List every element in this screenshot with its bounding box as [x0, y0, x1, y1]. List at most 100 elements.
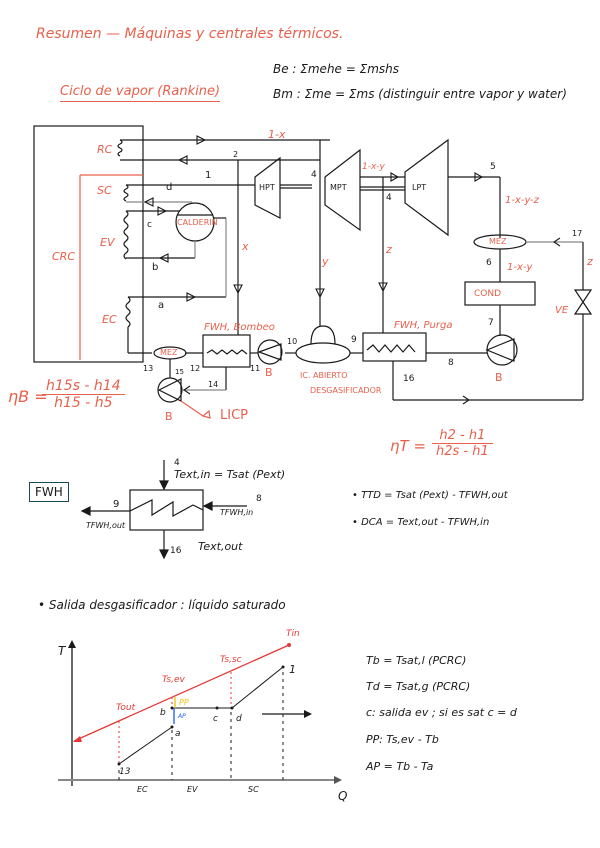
mixer-bottom-label: MEZ [160, 348, 178, 357]
water-point [281, 665, 285, 669]
fwh-state-8: 8 [256, 494, 262, 504]
fwh-state-9: 9 [113, 499, 120, 510]
state-5: 5 [490, 162, 496, 172]
ev-coil-icon [123, 210, 129, 260]
state-16: 16 [403, 374, 415, 384]
y-axis-arrow-icon [68, 640, 76, 648]
pump-eff-lhs: ηB = [8, 387, 48, 406]
water-point [170, 706, 174, 710]
note-td: Td = Tsat,g (PCRC) [366, 680, 471, 693]
flow-z-right: z [587, 255, 593, 268]
mpt-label: MPT [330, 183, 347, 192]
ttd-formula: • TTD = Tsat (Pext) - TFWH,out [352, 490, 508, 501]
pump-eff-fraction: h15s - h14 h15 - h5 [42, 378, 125, 411]
mixer-top-label: MEZ [489, 237, 507, 246]
condenser-label: COND [474, 289, 502, 299]
hpt-turbine-icon [254, 156, 281, 219]
x-axis-label: Q [338, 789, 347, 803]
fwh-state-16: 16 [170, 546, 182, 556]
state-c: c [147, 220, 152, 230]
zone-crc-label: CRC [52, 250, 76, 263]
turbine-eff-lhs: ηT = [390, 437, 427, 455]
mpt-turbine-icon [324, 148, 361, 232]
state-8: 8 [448, 358, 454, 368]
pump-eff-numerator: h15s - h14 [42, 378, 125, 395]
water-point-label: a [175, 729, 181, 739]
water-point-label: b [160, 708, 166, 718]
gas-point-label: Tin [286, 629, 300, 639]
state-2: 2 [233, 150, 239, 159]
zone-sc-label: SC [97, 184, 112, 197]
page-title: Resumen — Máquinas y centrales térmicos. [36, 26, 344, 42]
water-point-label: c [213, 714, 218, 724]
section-title: Ciclo de vapor (Rankine) [60, 84, 221, 102]
gas-point-label: Ts,sc [220, 655, 242, 665]
fwh-purge-box [362, 332, 427, 362]
fwh-tfwh-in: TFWH,in [220, 508, 254, 517]
turbine-eff-fraction: h2 - h1 h2s - h1 [432, 428, 493, 459]
valve-label: VE [555, 305, 569, 316]
fwh-purge-label: FWH, Purga [394, 320, 453, 331]
region-label: SC [248, 785, 259, 794]
x-axis-arrow-icon [334, 776, 342, 784]
state-10: 10 [287, 337, 298, 346]
state-4-b: 4 [386, 193, 392, 203]
fwh-text-out: Text,out [198, 540, 243, 553]
state-6: 6 [486, 258, 492, 268]
fwh-tfwh-out: TFWH,out [86, 521, 126, 530]
flow-1-x-y-z: 1-x-y-z [505, 195, 539, 206]
state-a: a [158, 300, 165, 311]
deaerator-note: • Salida desgasificador : líquido satura… [38, 598, 286, 612]
water-point-label: 1 [289, 663, 296, 676]
licp-label: LICP [220, 408, 248, 423]
state-7: 7 [488, 318, 494, 328]
region-label: EC [137, 785, 148, 794]
lpt-label: LPT [412, 183, 427, 192]
pump-middle-label: B [265, 366, 273, 379]
turbine-eff-numerator: h2 - h1 [432, 428, 493, 444]
gas-point [287, 643, 291, 647]
gas-point-label: Ts,ev [162, 675, 186, 685]
rc-coil-icon [117, 139, 123, 157]
note-pp: PP: Ts,ev - Tb [366, 733, 439, 746]
fwh-box-label: FWH [29, 482, 69, 502]
note-ap: AP = Tb - Ta [366, 760, 434, 773]
water-point [230, 706, 234, 710]
pump-right-label: B [495, 371, 503, 384]
turbine-eff-denominator: h2s - h1 [436, 444, 489, 459]
water-point-label: d [236, 714, 242, 724]
water-line-ec [118, 726, 173, 765]
state-15: 15 [175, 368, 184, 376]
dca-formula: • DCA = Text,out - TFWH,in [352, 517, 490, 528]
energy-balance: Be : Σmehe = Σmshs [273, 62, 399, 76]
state-4-a: 4 [311, 170, 317, 180]
state-d: d [166, 182, 173, 193]
fwh-pump-label: FWH, Bombeo [204, 322, 275, 333]
open-fwh-label: IC. ABIERTO [300, 371, 348, 380]
flow-1-x-y: 1-x-y [362, 162, 385, 172]
water-point [170, 725, 174, 729]
sc-coil-icon [123, 184, 129, 202]
fwh-text-in: Text,in = Tsat (Pext) [174, 468, 286, 481]
y-axis-label: T [58, 644, 67, 658]
state-11: 11 [250, 364, 261, 373]
lpt-turbine-icon [404, 138, 449, 237]
crc-box [33, 125, 144, 363]
note-c: c: salida ev ; si es sat c = d [366, 706, 517, 719]
ec-coil-icon [125, 296, 131, 328]
water-point-label: 13 [119, 767, 131, 777]
water-point [117, 762, 121, 766]
flow-x: x [242, 240, 249, 253]
water-point [215, 706, 219, 710]
state-17: 17 [572, 229, 583, 238]
hpt-label: HPT [259, 183, 275, 192]
state-1: 1 [205, 170, 212, 181]
deaerator-label: DESGASIFICADOR [310, 386, 382, 395]
flow-1-x-y-bottom: 1-x-y [507, 262, 533, 273]
gas-point-label: Tout [116, 703, 136, 713]
note-tb: Tb = Tsat,l (PCRC) [366, 654, 467, 667]
